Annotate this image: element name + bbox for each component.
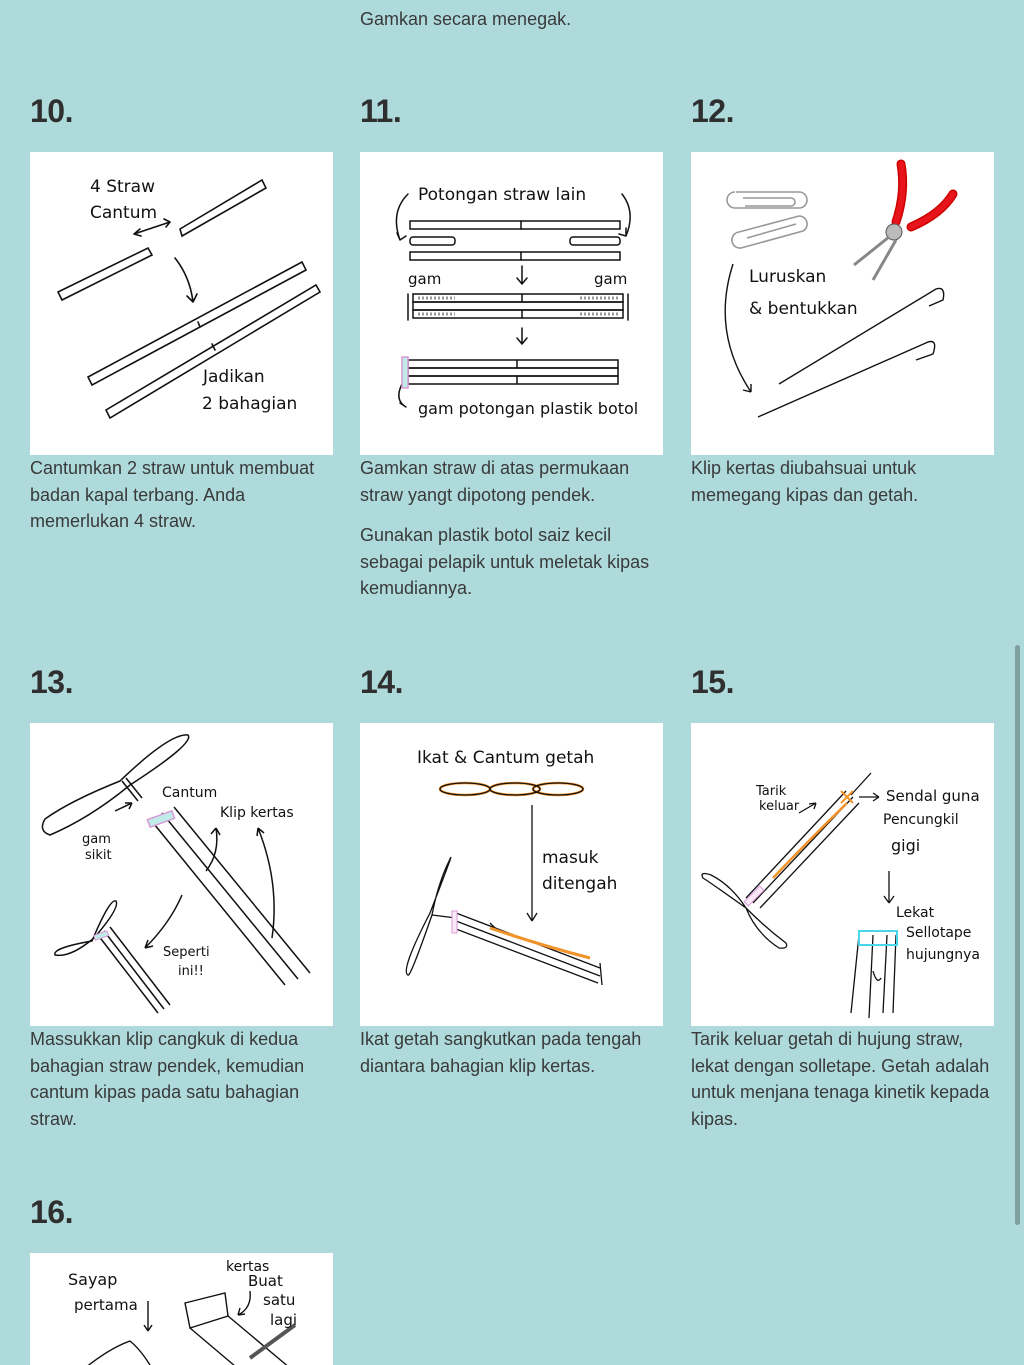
label-jadikan: Jadikan — [202, 367, 265, 387]
step-caption: Ikat getah sangkutkan pada tengah dianta… — [360, 1029, 642, 1076]
step-illustration: Cantum Klip kertas gam sikit Seperti ini… — [30, 723, 333, 1026]
step-14: 14. I — [360, 662, 664, 1079]
label-buat: Buat — [248, 1272, 283, 1290]
label-satu: satu — [263, 1291, 295, 1309]
pull-rubber-illustration: Tarik keluar Sendal guna Pencungkil gigi… — [701, 772, 980, 1019]
straw-glue-illustration: Potongan straw lain gam gam gam potongan… — [395, 185, 638, 418]
label-sellotape: Sellotape — [906, 925, 971, 941]
step-illustration: Potongan straw lain gam gam gam potongan… — [360, 152, 663, 455]
step-caption: Massukkan klip cangkuk di kedua bahagian… — [30, 1029, 305, 1129]
vertical-scrollbar[interactable] — [1015, 645, 1020, 1225]
label-tarik: Tarik — [755, 784, 787, 799]
label-2-bahagian: 2 bahagian — [202, 394, 297, 414]
propeller-assembly-illustration: Cantum Klip kertas gam sikit Seperti ini… — [41, 734, 311, 1014]
label-4-straw: 4 Straw — [90, 177, 155, 197]
step-number: 11. — [360, 93, 402, 129]
label-keluar: keluar — [759, 799, 800, 814]
step-illustration: Luruskan & bentukkan — [691, 152, 994, 455]
step-caption: Klip kertas diubahsuai untuk memegang ki… — [691, 458, 919, 505]
label-lagi: lagi — [270, 1311, 297, 1329]
step-13: 13. Cantum Klip kertas gam — [30, 662, 334, 1132]
step-number: 12. — [691, 93, 734, 129]
straw-join-illustration: 4 Straw Cantum Jadikan 2 bahagian — [56, 177, 322, 420]
step-number: 16. — [30, 1194, 73, 1230]
label-ditengah: ditengah — [542, 874, 617, 894]
wings-illustration: Sayap pertama kertas Buat satu lagi — [68, 1259, 297, 1365]
step-caption: Cantumkan 2 straw untuk membuat badan ka… — [30, 458, 315, 531]
label-lekat: Lekat — [896, 905, 935, 921]
label-seperti: Seperti — [163, 945, 210, 960]
step-number: 13. — [30, 664, 73, 700]
label-ini: ini!! — [178, 964, 204, 979]
step-11: 11. — [360, 91, 664, 602]
intro-text: Gamkan secara menegak. — [360, 9, 572, 29]
label-sikit: sikit — [85, 848, 112, 863]
label-gam-right: gam — [594, 270, 627, 288]
step-number: 10. — [30, 93, 73, 129]
step-number: 15. — [691, 664, 734, 700]
label-gam-plastik: gam potongan plastik botol — [418, 399, 638, 418]
label-gam: gam — [82, 832, 111, 847]
label-pencungkil: Pencungkil — [883, 812, 959, 828]
label-hujungnya: hujungnya — [906, 947, 980, 963]
step-caption: Gamkan straw di atas permukaan straw yan… — [360, 458, 650, 598]
label-klip-kertas: Klip kertas — [220, 805, 294, 821]
step-12: 12. L — [691, 91, 995, 508]
rubber-band-illustration: Ikat & Cantum getah masuk ditengah — [405, 748, 617, 986]
step-10: 10. 4 Straw Cantum Jadikan 2 bahagian — [30, 91, 334, 535]
label-masuk: masuk — [542, 848, 599, 868]
label-sayap: Sayap — [68, 1270, 117, 1289]
step-16: 16. Sayap pertama kertas Buat satu lagi — [30, 1192, 334, 1365]
paperclip-pliers-illustration: Luruskan & bentukkan — [724, 159, 958, 418]
label-luruskan: Luruskan — [749, 267, 826, 287]
label-potongan-straw: Potongan straw lain — [418, 185, 586, 205]
label-kertas: kertas — [226, 1259, 269, 1275]
label-bentukkan: & bentukkan — [749, 299, 858, 319]
step-illustration: Tarik keluar Sendal guna Pencungkil gigi… — [691, 723, 994, 1026]
label-ikat-cantum-getah: Ikat & Cantum getah — [417, 748, 594, 768]
label-sendal-guna: Sendal guna — [886, 787, 980, 805]
step-caption: Tarik keluar getah di hujung straw, leka… — [691, 1029, 990, 1129]
label-pertama: pertama — [74, 1296, 138, 1314]
step-15: 15. Tarik keluar Senda — [691, 662, 995, 1132]
step-number: 14. — [360, 664, 403, 700]
label-cantum: Cantum — [90, 203, 157, 223]
label-gam-left: gam — [408, 270, 441, 288]
label-gigi: gigi — [891, 836, 920, 855]
label-cantum: Cantum — [162, 785, 217, 801]
step-illustration: 4 Straw Cantum Jadikan 2 bahagian — [30, 152, 333, 455]
step-illustration: Ikat & Cantum getah masuk ditengah — [360, 723, 663, 1026]
step-illustration: Sayap pertama kertas Buat satu lagi — [30, 1253, 333, 1365]
